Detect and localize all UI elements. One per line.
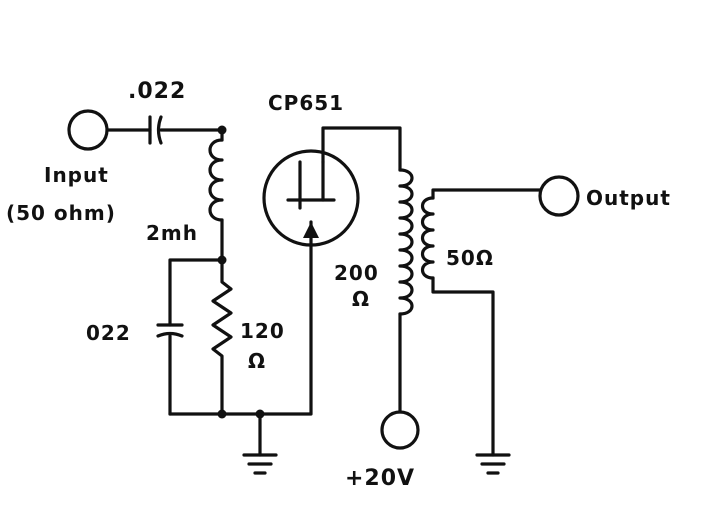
output-terminal[interactable]	[538, 175, 580, 217]
wire-bypass-top	[168, 258, 224, 327]
transformer-primary	[398, 168, 414, 316]
input-terminal[interactable]	[67, 109, 109, 151]
input-label: Input	[44, 163, 109, 187]
transistor-symbol	[262, 149, 360, 247]
wire-secondary-to-ground	[431, 276, 495, 457]
secondary-value: 50Ω	[446, 246, 494, 270]
transformer-secondary	[420, 196, 435, 280]
coupling-capacitor-value: .022	[128, 79, 186, 104]
supply-label: +20V	[345, 466, 415, 491]
wire-drain	[321, 126, 402, 172]
primary-value: 200	[334, 261, 379, 285]
output-label: Output	[586, 186, 671, 210]
primary-unit: Ω	[352, 287, 370, 311]
supply-terminal[interactable]	[380, 410, 420, 450]
bypass-capacitor-value: 022	[86, 321, 131, 345]
source-resistor-value: 120	[240, 319, 285, 343]
wire-secondary-top	[431, 188, 542, 200]
wire-cap-to-node	[159, 128, 224, 142]
node-top	[217, 125, 227, 135]
source-resistor	[211, 258, 233, 416]
ground-bus	[168, 220, 313, 416]
bypass-capacitor	[156, 323, 184, 338]
choke-inductor	[208, 138, 224, 222]
node-ground-left	[217, 409, 227, 419]
ground-symbol-right	[475, 453, 511, 475]
coupling-capacitor	[148, 115, 163, 145]
transistor-part-number: CP651	[268, 91, 344, 115]
ground-symbol-left	[242, 453, 278, 475]
source-resistor-unit: Ω	[248, 349, 266, 373]
input-impedance-label: (50 ohm)	[6, 201, 116, 225]
choke-value: 2mh	[146, 221, 198, 245]
